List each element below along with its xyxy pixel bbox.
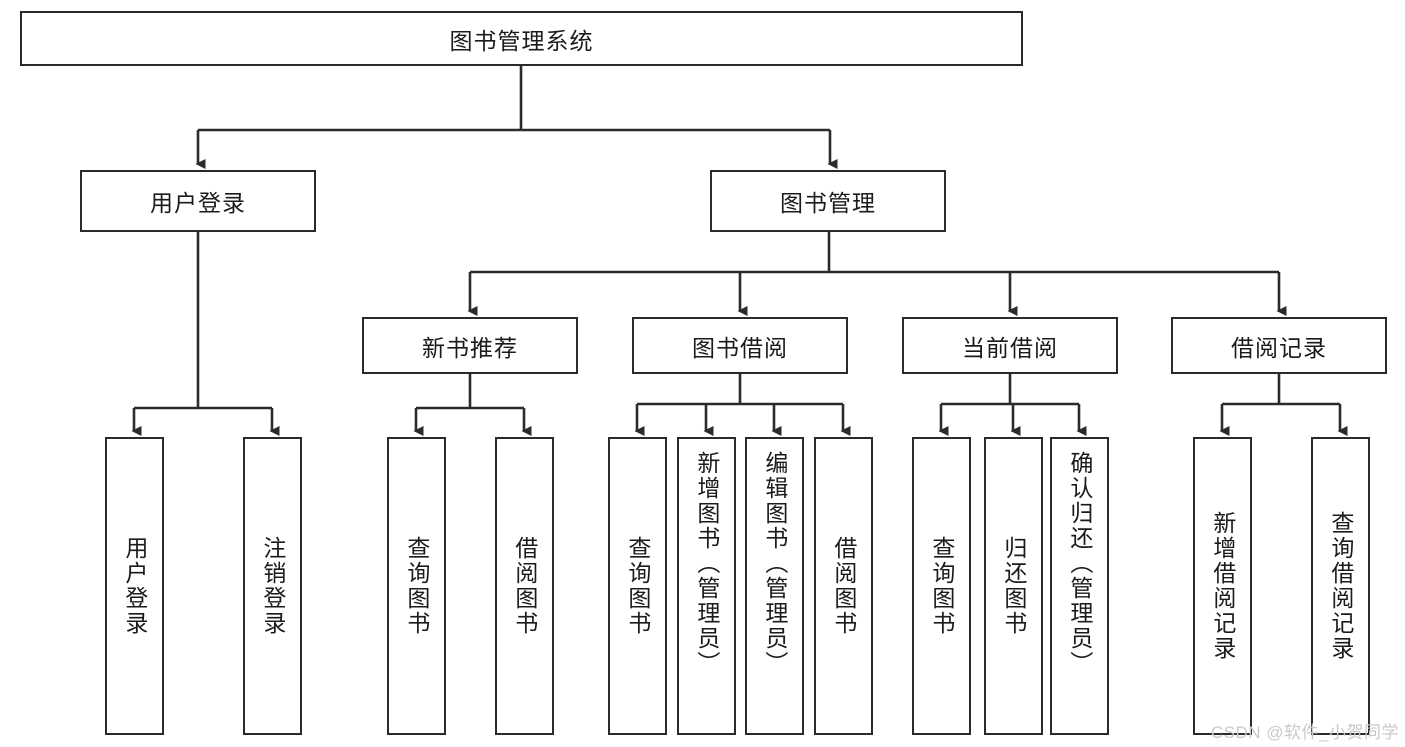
node-label: 查询图书 xyxy=(403,536,430,636)
node-new-book-recommend[interactable]: 新书推荐 xyxy=(362,317,578,374)
node-root[interactable]: 图书管理系统 xyxy=(20,11,1023,66)
node-label: 新增借阅记录 xyxy=(1209,511,1236,661)
node-label: 查询图书 xyxy=(928,536,955,636)
node-book-borrow[interactable]: 图书借阅 xyxy=(632,317,848,374)
leaf-current-borrow-query[interactable]: 查询图书 xyxy=(912,437,971,735)
node-label: 借阅记录 xyxy=(1231,334,1327,361)
node-label: 确认归还（管理员） xyxy=(1066,451,1093,676)
node-label: 图书管理 xyxy=(780,190,876,216)
watermark: CSDN @软件_小贺同学 xyxy=(1210,723,1399,742)
leaf-user-login-login[interactable]: 用户登录 xyxy=(105,437,164,735)
node-label: 新增图书（管理员） xyxy=(693,451,720,676)
leaf-book-borrow-query[interactable]: 查询图书 xyxy=(608,437,667,735)
node-label: 注销登录 xyxy=(259,536,286,636)
leaf-current-borrow-return[interactable]: 归还图书 xyxy=(984,437,1043,735)
leaf-borrow-record-query[interactable]: 查询借阅记录 xyxy=(1311,437,1370,735)
leaf-new-book-borrow[interactable]: 借阅图书 xyxy=(495,437,554,735)
node-label: 图书借阅 xyxy=(692,334,788,361)
node-borrow-record[interactable]: 借阅记录 xyxy=(1171,317,1387,374)
node-label: 查询借阅记录 xyxy=(1327,511,1354,661)
node-user-login[interactable]: 用户登录 xyxy=(80,170,316,232)
node-label: 新书推荐 xyxy=(422,334,518,361)
node-label: 借阅图书 xyxy=(511,536,538,636)
node-label: 查询图书 xyxy=(624,536,651,636)
leaf-user-login-logout[interactable]: 注销登录 xyxy=(243,437,302,735)
leaf-book-borrow-edit[interactable]: 编辑图书（管理员） xyxy=(745,437,804,735)
node-label: 归还图书 xyxy=(1000,536,1027,636)
node-label: 编辑图书（管理员） xyxy=(761,451,788,676)
node-label: 当前借阅 xyxy=(962,334,1058,361)
node-label: 用户登录 xyxy=(121,536,148,636)
leaf-new-book-query[interactable]: 查询图书 xyxy=(387,437,446,735)
leaf-borrow-record-add[interactable]: 新增借阅记录 xyxy=(1193,437,1252,735)
node-label: 用户登录 xyxy=(150,190,246,216)
leaf-book-borrow-add[interactable]: 新增图书（管理员） xyxy=(677,437,736,735)
leaf-current-borrow-confirm-return[interactable]: 确认归还（管理员） xyxy=(1050,437,1109,735)
node-current-borrow[interactable]: 当前借阅 xyxy=(902,317,1118,374)
leaf-book-borrow-borrow[interactable]: 借阅图书 xyxy=(814,437,873,735)
node-label: 借阅图书 xyxy=(830,536,857,636)
node-label: 图书管理系统 xyxy=(449,27,594,54)
node-book-management[interactable]: 图书管理 xyxy=(710,170,946,232)
